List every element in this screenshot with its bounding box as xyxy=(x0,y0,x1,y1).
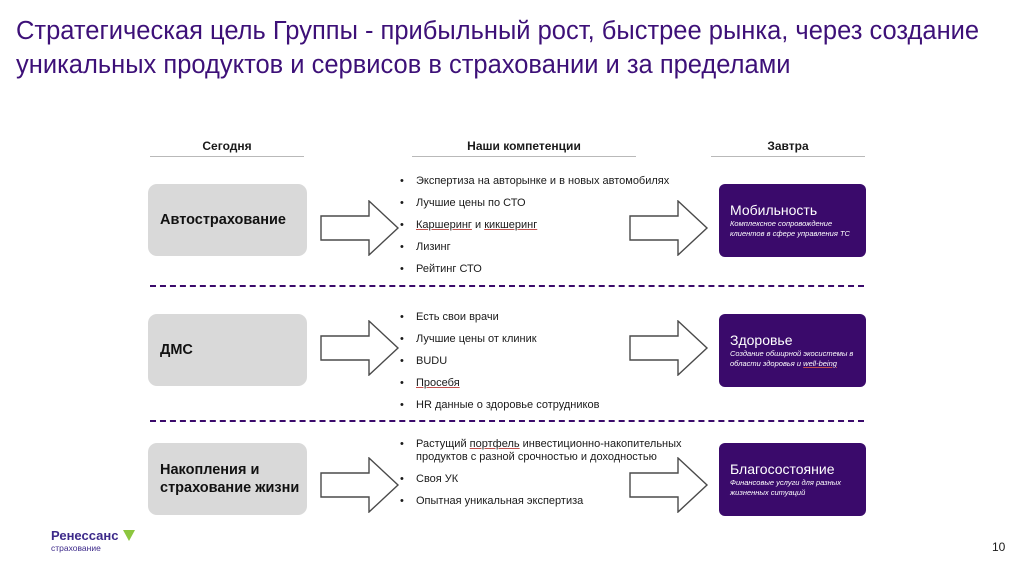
today-box-auto: Автострахование xyxy=(148,184,307,256)
tomorrow-desc: Финансовые услуги для разных жизненных с… xyxy=(730,478,842,497)
tomorrow-title: Мобильность xyxy=(730,202,818,218)
logo-name: Ренессанс xyxy=(51,528,119,543)
competency-item: Лизинг xyxy=(399,241,719,254)
competency-item: Экспертиза на авторынке и в новых автомо… xyxy=(399,175,719,188)
dashed-divider xyxy=(150,420,864,422)
arrow-right-icon xyxy=(629,320,709,376)
today-box-savings: Накопления и страхование жизни xyxy=(148,443,307,515)
competencies-list-dms: Есть свои врачиЛучшие цены от клиникBUDU… xyxy=(399,311,719,421)
competency-item: HR данные о здоровье сотрудников xyxy=(399,399,719,412)
competency-item: Лучшие цены по СТО xyxy=(399,197,719,210)
logo-checkmark-icon xyxy=(123,530,135,541)
competency-item: Просебя xyxy=(399,377,719,390)
competency-item: Опытная уникальная экспертиза xyxy=(399,495,719,508)
header-competencies: Наши компетенции xyxy=(412,139,636,157)
header-today: Сегодня xyxy=(150,139,304,157)
arrow-right-icon xyxy=(629,200,709,256)
logo-subtitle: страхование xyxy=(51,543,101,553)
tomorrow-title: Благосостояние xyxy=(730,461,835,477)
arrow-right-icon xyxy=(320,320,400,376)
competency-item: Своя УК xyxy=(399,473,719,486)
arrow-right-icon xyxy=(320,200,400,256)
tomorrow-desc: Создание обширной экосистемы в области з… xyxy=(730,349,854,368)
tomorrow-box-mobility: Мобильность Комплексное сопровождение кл… xyxy=(719,184,866,257)
header-tomorrow: Завтра xyxy=(711,139,865,157)
page-number: 10 xyxy=(992,540,1006,554)
arrow-right-icon xyxy=(629,457,709,513)
tomorrow-box-wealth: Благосостояние Финансовые услуги для раз… xyxy=(719,443,866,516)
competency-item: BUDU xyxy=(399,355,719,368)
tomorrow-desc: Комплексное сопровождение клиентов в сфе… xyxy=(730,219,850,238)
competency-item: Каршеринг и кикшеринг xyxy=(399,219,719,232)
competency-item: Растущий портфель инвестиционно-накопите… xyxy=(399,438,719,464)
slide-title: Стратегическая цель Группы - прибыльный … xyxy=(16,17,980,79)
arrow-right-icon xyxy=(320,457,400,513)
competency-item: Лучшие цены от клиник xyxy=(399,333,719,346)
company-logo: Ренессанс страхование xyxy=(51,528,135,553)
competency-item: Рейтинг СТО xyxy=(399,263,719,276)
today-box-dms: ДМС xyxy=(148,314,307,386)
dashed-divider xyxy=(150,285,864,287)
competency-item: Есть свои врачи xyxy=(399,311,719,324)
competencies-list-auto: Экспертиза на авторынке и в новых автомо… xyxy=(399,175,719,285)
competencies-list-savings: Растущий портфель инвестиционно-накопите… xyxy=(399,438,719,517)
tomorrow-box-health: Здоровье Создание обширной экосистемы в … xyxy=(719,314,866,387)
tomorrow-title: Здоровье xyxy=(730,332,793,348)
